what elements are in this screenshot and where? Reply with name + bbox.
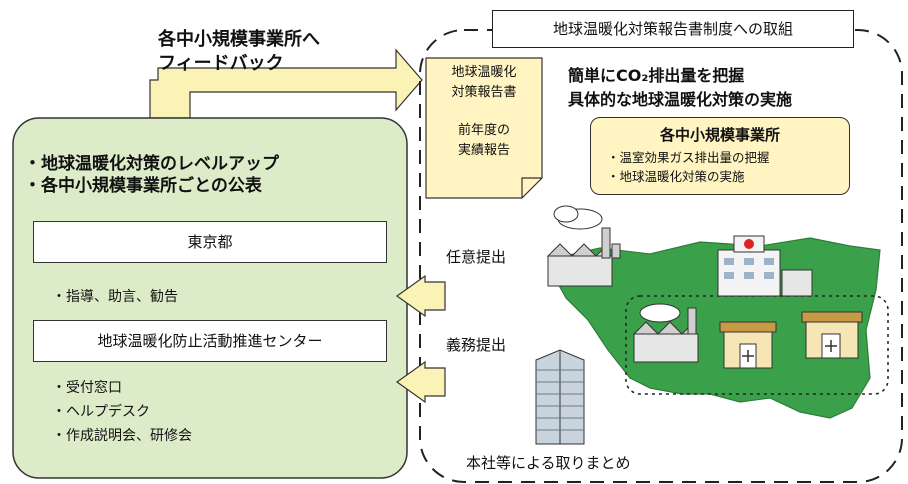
feedback-text: 各中小規模事業所へ フィードバック — [158, 28, 320, 76]
hospital-icon — [717, 235, 813, 297]
voluntary-label: 任意提出 — [446, 248, 507, 266]
shop-icon — [719, 321, 777, 369]
center-box: 地球温暖化防止活動推進センター — [33, 320, 387, 362]
headline-line1: 簡単にCO₂排出量を把握 — [568, 66, 745, 85]
center-item: ・作成説明会、研修会 — [52, 428, 192, 444]
note-line2: 対策報告書 — [451, 85, 517, 100]
headline: 簡単にCO₂排出量を把握 具体的な地球温暖化対策の実施 — [568, 64, 792, 112]
clinic-icon — [801, 311, 863, 359]
center-item: ・ヘルプデスク — [52, 404, 150, 420]
business-box-title: 各中小規模事業所 — [659, 126, 780, 144]
panel-bullets: ・地球温暖化対策のレベルアップ ・各中小規模事業所ごとの公表 — [24, 153, 279, 197]
panel-bullet-2: ・各中小規模事業所ごとの公表 — [24, 176, 262, 196]
headline-line2: 具体的な地球温暖化対策の実施 — [568, 90, 793, 109]
business-item: ・温室効果ガス排出量の把握 — [607, 150, 770, 165]
right-header: 地球温暖化対策報告書制度への取組 — [492, 10, 854, 48]
factory-icon — [546, 205, 621, 287]
feedback-line2: フィードバック — [158, 53, 284, 74]
panel-bullet-1: ・地球温暖化対策のレベルアップ — [24, 154, 279, 174]
business-box: 各中小規模事業所 ・温室効果ガス排出量の把握 ・地球温暖化対策の実施 — [590, 117, 850, 195]
voluntary-arrow — [395, 274, 446, 318]
feedback-arrow — [149, 48, 423, 119]
business-box-items: ・温室効果ガス排出量の把握 ・地球温暖化対策の実施 — [607, 148, 770, 186]
report-note: 地球温暖化 対策報告書 前年度の 実績報告 — [432, 63, 536, 183]
note-line4: 実績報告 — [457, 143, 510, 158]
small-factory-icon — [632, 303, 699, 363]
report-document-shape — [425, 57, 543, 199]
mandatory-arrow — [395, 360, 446, 404]
center-item: ・受付窓口 — [52, 380, 122, 396]
center-items: ・受付窓口 ・ヘルプデスク ・作成説明会、研修会 — [52, 376, 192, 448]
feedback-line1: 各中小規模事業所へ — [158, 29, 320, 50]
office-building-icon — [535, 349, 585, 445]
mandatory-label: 義務提出 — [446, 336, 507, 354]
note-line1: 地球温暖化 — [451, 65, 517, 80]
tokyo-item: ・指導、助言、勧告 — [52, 289, 178, 305]
tokyo-box: 東京都 — [33, 221, 387, 263]
facility-group-dotted — [625, 295, 889, 395]
tokyo-items: ・指導、助言、勧告 — [52, 285, 178, 309]
bottom-label: 本社等による取りまとめ — [466, 454, 631, 472]
business-item: ・地球温暖化対策の実施 — [607, 169, 745, 184]
note-line3: 前年度の — [457, 123, 510, 138]
